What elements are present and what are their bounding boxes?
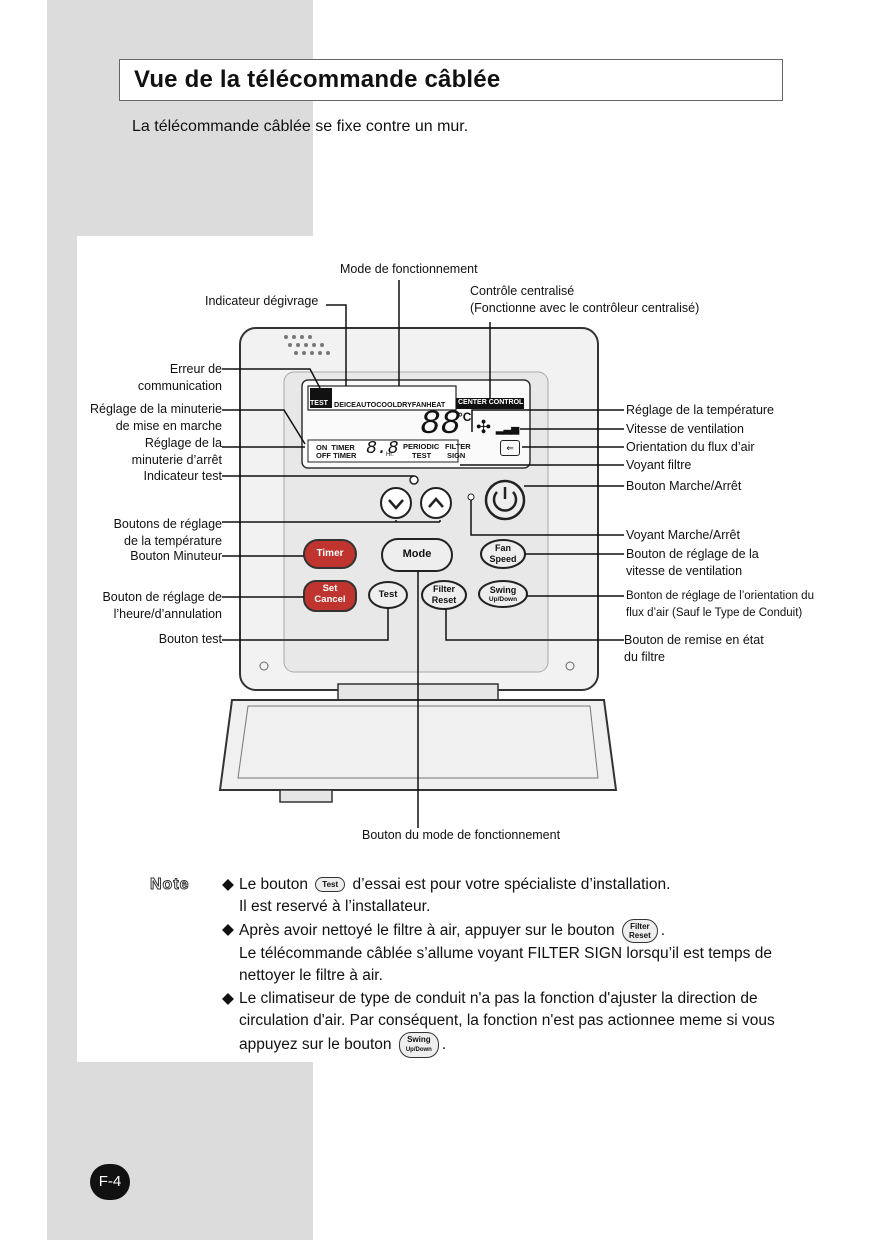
- fan-speed-bars-icon: ▂▃▅: [496, 424, 520, 435]
- page-number-badge: F-4: [90, 1164, 130, 1200]
- label-comm-error: Erreur de communication: [137, 362, 222, 393]
- label-filter-reset: Bouton de remise en état du filtre: [624, 633, 764, 664]
- lcd-timer-digits: 8.8: [366, 439, 399, 459]
- lcd-filter: FILTER: [445, 442, 471, 451]
- label-air-flow: Orientation du flux d’air: [626, 440, 755, 454]
- swing-button[interactable]: [478, 580, 528, 608]
- cancel-label: Cancel: [314, 594, 346, 605]
- note-body: ◆Le bouton Test d’essai est pour votre s…: [222, 874, 822, 1059]
- mode-button[interactable]: [381, 538, 453, 572]
- set-cancel-button[interactable]: [303, 580, 357, 612]
- mode-auto: AUTO: [355, 400, 377, 409]
- test-indicator-lamp: [409, 475, 419, 485]
- page-subtitle: La télécommande câblée se fixe contre un…: [132, 118, 469, 135]
- lcd-filter-sign: SIGN: [447, 451, 466, 460]
- mode-button-label: Mode: [402, 548, 432, 560]
- note-title: Note: [150, 876, 190, 894]
- label-on-off-lamp: Voyant Marche/Arrêt: [626, 528, 740, 542]
- lcd-test-label: TEST: [310, 400, 328, 407]
- label-on-timer: Réglage de la minuterie de mise en march…: [89, 402, 222, 433]
- inline-test-button-icon: Test: [315, 877, 346, 893]
- label-temp-buttons: Boutons de réglage de la température: [113, 517, 222, 548]
- timer-button-label: Timer: [316, 548, 344, 559]
- updown-label: Up/Down: [488, 596, 518, 603]
- power-icon: [492, 491, 518, 512]
- filter-label: Filter: [432, 584, 455, 594]
- label-filter-lamp: Voyant filtre: [626, 458, 692, 472]
- label-off-timer: Réglage de la minuterie d’arrêt: [131, 436, 222, 467]
- label-mode: Mode de fonctionnement: [340, 262, 478, 276]
- speed-label: Speed: [489, 554, 517, 564]
- lcd-temp-digits: 88: [420, 406, 461, 444]
- temp-down-button[interactable]: [380, 487, 412, 519]
- lcd-mode-list: DEICEAUTOCOOLDRYFANHEAT: [334, 400, 445, 409]
- leader-lines: [222, 280, 624, 828]
- label-test-indicator: Indicateur test: [143, 469, 222, 483]
- timer-button[interactable]: [303, 539, 357, 569]
- label-defrost: Indicateur dégivrage: [205, 294, 319, 308]
- lcd-periodic-test: TEST: [412, 451, 432, 460]
- reset-label: Reset: [431, 595, 457, 605]
- set-label: Set: [322, 583, 338, 594]
- mode-heat: HEAT: [426, 400, 446, 409]
- lcd-on-timer: ON TIMER: [316, 443, 355, 452]
- mode-fan: FAN: [411, 400, 427, 409]
- diamond-bullet-icon: ◆: [222, 876, 234, 893]
- speaker-grille: [284, 335, 330, 355]
- filter-reset-button[interactable]: [421, 580, 467, 610]
- label-fan-speed-button: Bouton de réglage de la vitesse de venti…: [626, 547, 759, 578]
- lcd-periodic: PERIODIC: [403, 442, 440, 451]
- mode-cool: COOL: [376, 400, 397, 409]
- swing-label: Swing: [489, 585, 517, 595]
- on-off-lamp: [467, 493, 475, 501]
- diamond-bullet-icon: ◆: [222, 921, 234, 938]
- mode-dry: DRY: [396, 400, 412, 409]
- label-timer-button: Bouton Minuteur: [130, 549, 222, 563]
- fan-label: Fan: [494, 543, 511, 553]
- label-temp-setting: Réglage de la température: [626, 403, 775, 417]
- page-title: Vue de la télécommande câblée: [134, 66, 501, 93]
- title-box: Vue de la télécommande câblée: [119, 59, 783, 101]
- on-off-button[interactable]: [484, 479, 526, 521]
- label-swing-button: Bonton de réglage de l’orientation du fl…: [626, 590, 814, 619]
- lcd-center-control: CENTER CONTROL: [458, 399, 524, 406]
- lcd-off-timer: OFF TIMER: [316, 451, 357, 460]
- note-item-2: ◆Après avoir nettoyé le filtre à air, ap…: [222, 919, 772, 984]
- label-on-off-button: Bouton Marche/Arrêt: [626, 479, 742, 493]
- chevron-down-icon: [388, 499, 404, 510]
- label-central: Contrôle centralisé (Fonctionne avec le …: [470, 284, 700, 315]
- label-set-cancel: Bouton de réglage de l’heure/d’annulatio…: [102, 590, 222, 621]
- note-item-1: ◆Le bouton Test d’essai est pour votre s…: [222, 876, 671, 915]
- temp-up-button[interactable]: [420, 487, 452, 519]
- test-button-label: Test: [378, 589, 398, 600]
- chevron-up-icon: [428, 497, 444, 508]
- label-fan-speed: Vitesse de ventilation: [626, 422, 744, 436]
- lcd-temp-unit: °C: [458, 410, 472, 424]
- fan-icon: ✣: [476, 417, 492, 437]
- label-test-button: Bouton test: [158, 632, 222, 646]
- lcd-timer-unit: Hr.: [386, 452, 394, 458]
- airflow-icon: ⇐: [500, 440, 520, 456]
- diamond-bullet-icon: ◆: [222, 990, 234, 1007]
- mode-deice: DEICE: [334, 400, 356, 409]
- label-mode-button: Bouton du mode de fonctionnement: [362, 828, 561, 842]
- note-item-3: ◆Le climatiseur de type de conduit n'a p…: [222, 988, 822, 1058]
